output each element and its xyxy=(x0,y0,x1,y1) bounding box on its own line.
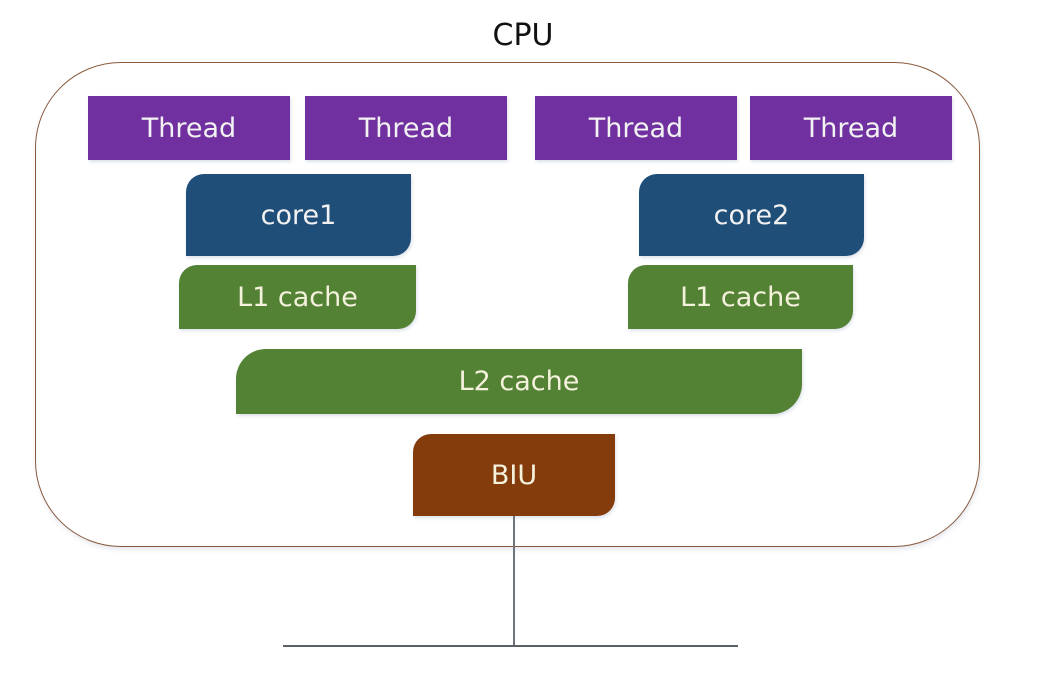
biu-block: BIU xyxy=(413,434,615,516)
l1-cache-core2: L1 cache xyxy=(628,265,853,329)
core1-block: core1 xyxy=(186,174,411,256)
system-bus-line xyxy=(283,645,738,647)
l1-cache-core1: L1 cache xyxy=(179,265,416,329)
core2-block: core2 xyxy=(639,174,864,256)
l2-cache-block: L2 cache xyxy=(236,349,802,414)
thread-block-1: Thread xyxy=(88,96,290,160)
thread-block-4: Thread xyxy=(750,96,952,160)
thread-block-2: Thread xyxy=(305,96,507,160)
cpu-title: CPU xyxy=(492,18,554,53)
biu-bus-connector xyxy=(513,516,515,647)
thread-block-3: Thread xyxy=(535,96,737,160)
